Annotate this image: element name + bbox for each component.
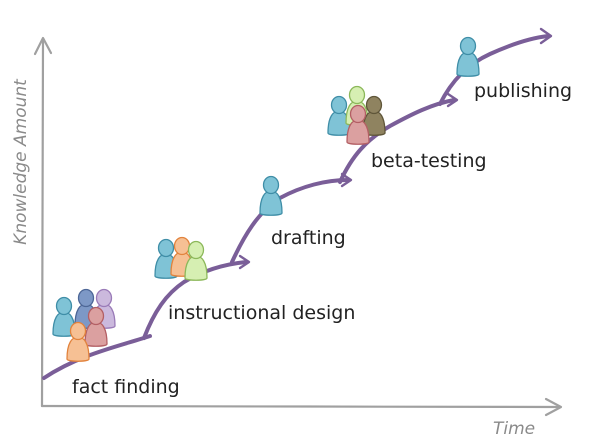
person-icon — [66, 321, 90, 362]
stage-label-fact-finding: fact finding — [72, 376, 180, 398]
person-icon — [184, 240, 208, 281]
stage-label-publishing: publishing — [474, 80, 572, 102]
instructional-design-team — [154, 236, 208, 281]
y-axis-arrowhead — [33, 36, 53, 56]
person-icon — [456, 36, 480, 77]
people-groups — [52, 36, 480, 362]
knowledge-growth-path — [42, 27, 553, 380]
y-axis-label: Knowledge Amount — [11, 78, 31, 245]
x-axis-arrowhead — [544, 397, 563, 417]
growth-arrowhead-4 — [446, 92, 459, 108]
person-icon — [327, 95, 351, 136]
person-icon — [346, 104, 370, 145]
x-axis-label: Time — [493, 419, 535, 439]
growth-segment-1 — [42, 334, 152, 380]
stage-label-drafting: drafting — [271, 227, 346, 249]
growth-arrowhead-2 — [238, 254, 251, 270]
axes: Knowledge Amount Time — [11, 36, 563, 439]
growth-segment-3 — [230, 178, 350, 264]
person-icon — [52, 296, 76, 337]
person-icon — [84, 306, 108, 347]
stage-labels: fact finding instructional design drafti… — [72, 80, 572, 398]
stage-label-beta-testing: beta-testing — [371, 150, 487, 172]
growth-segment-2 — [142, 260, 248, 340]
person-icon — [259, 175, 283, 216]
drafting-team — [259, 175, 283, 216]
x-axis-line — [40, 404, 562, 409]
growth-arrowhead-5 — [539, 27, 553, 45]
fact-finding-team — [52, 288, 116, 362]
beta-testing-team — [327, 85, 386, 145]
y-axis-line — [40, 38, 45, 408]
person-icon — [362, 95, 386, 136]
growth-segment-4 — [338, 98, 456, 184]
publishing-team — [456, 36, 480, 77]
stage-label-instructional-design: instructional design — [168, 302, 355, 324]
growth-segment-5 — [438, 34, 550, 106]
